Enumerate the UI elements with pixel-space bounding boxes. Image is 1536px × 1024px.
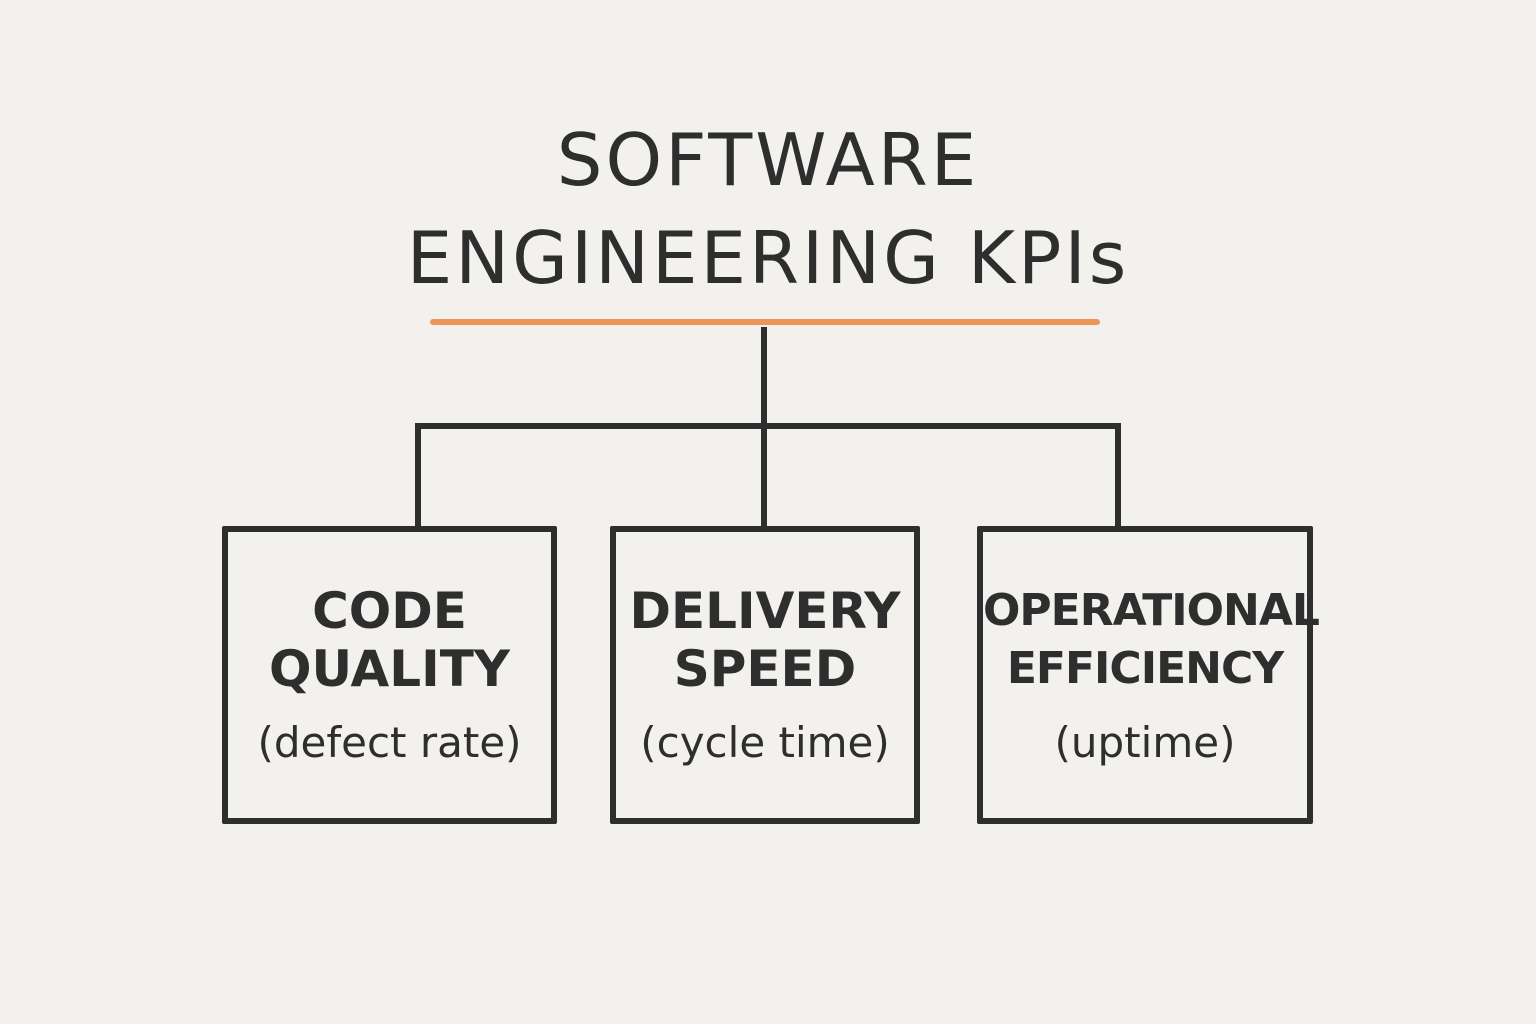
- kpi-name-line-2: EFFICIENCY: [1006, 643, 1284, 694]
- kpi-name-line-1: OPERATIONAL: [983, 585, 1320, 636]
- diagram-title-line-1: SOFTWARE: [556, 118, 980, 202]
- kpi-name-line-2: QUALITY: [268, 640, 511, 698]
- kpi-metric: (uptime): [1054, 718, 1236, 767]
- kpi-name-line-2: SPEED: [673, 640, 857, 698]
- kpi-metric: (cycle time): [640, 718, 890, 767]
- kpi-box-operational-efficiency: OPERATIONAL EFFICIENCY (uptime): [977, 526, 1320, 824]
- kpi-box-delivery-speed: DELIVERY SPEED (cycle time): [610, 526, 920, 824]
- kpi-name-line-1: CODE: [312, 582, 467, 640]
- kpi-box-code-quality: CODE QUALITY (defect rate): [222, 526, 557, 824]
- kpi-metric: (defect rate): [257, 718, 522, 767]
- kpi-name-line-1: DELIVERY: [629, 582, 901, 640]
- diagram-title-line-2: ENGINEERING KPIs: [406, 216, 1130, 300]
